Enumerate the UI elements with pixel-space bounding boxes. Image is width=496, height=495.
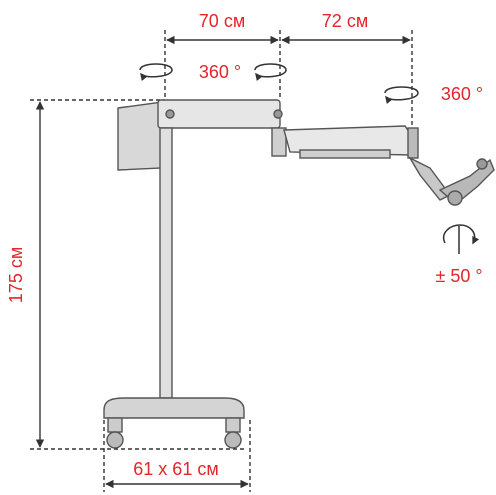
arm2-length-label: 72 см — [322, 11, 368, 31]
control-box — [117, 101, 163, 171]
first-arm — [157, 99, 281, 129]
arm1-joint-left — [165, 109, 175, 119]
suspension-joint — [407, 127, 419, 159]
arm1-length-label: 70 см — [199, 11, 245, 31]
caster-right-mount — [225, 417, 241, 433]
rotation-arm2-label: 360 ° — [441, 84, 483, 104]
tilt-arrow-top — [443, 224, 480, 245]
rotation-arm1-label: 360 ° — [199, 62, 241, 82]
tilt-label: ± 50 ° — [435, 266, 482, 286]
arm1-joint-right — [273, 109, 283, 119]
rotation-arrow-arm1-left — [139, 63, 173, 82]
rotation-arrows — [139, 63, 480, 254]
stand-base — [103, 397, 245, 419]
eyepiece — [476, 158, 488, 170]
second-arm-underside — [299, 149, 391, 159]
stand-column — [159, 127, 173, 399]
caster-left-wheel — [106, 431, 124, 449]
arm-joint-bracket — [271, 127, 287, 157]
dimension-lines — [30, 30, 413, 492]
base-size-label: 61 x 61 см — [133, 459, 218, 479]
objective-lens — [447, 190, 463, 206]
height-label: 175 см — [6, 247, 26, 303]
caster-left-mount — [107, 417, 123, 433]
microscope-body — [103, 99, 495, 449]
caster-right-wheel — [224, 431, 242, 449]
rotation-arrow-arm2 — [384, 86, 419, 105]
rotation-arrow-arm1-right — [254, 63, 287, 82]
